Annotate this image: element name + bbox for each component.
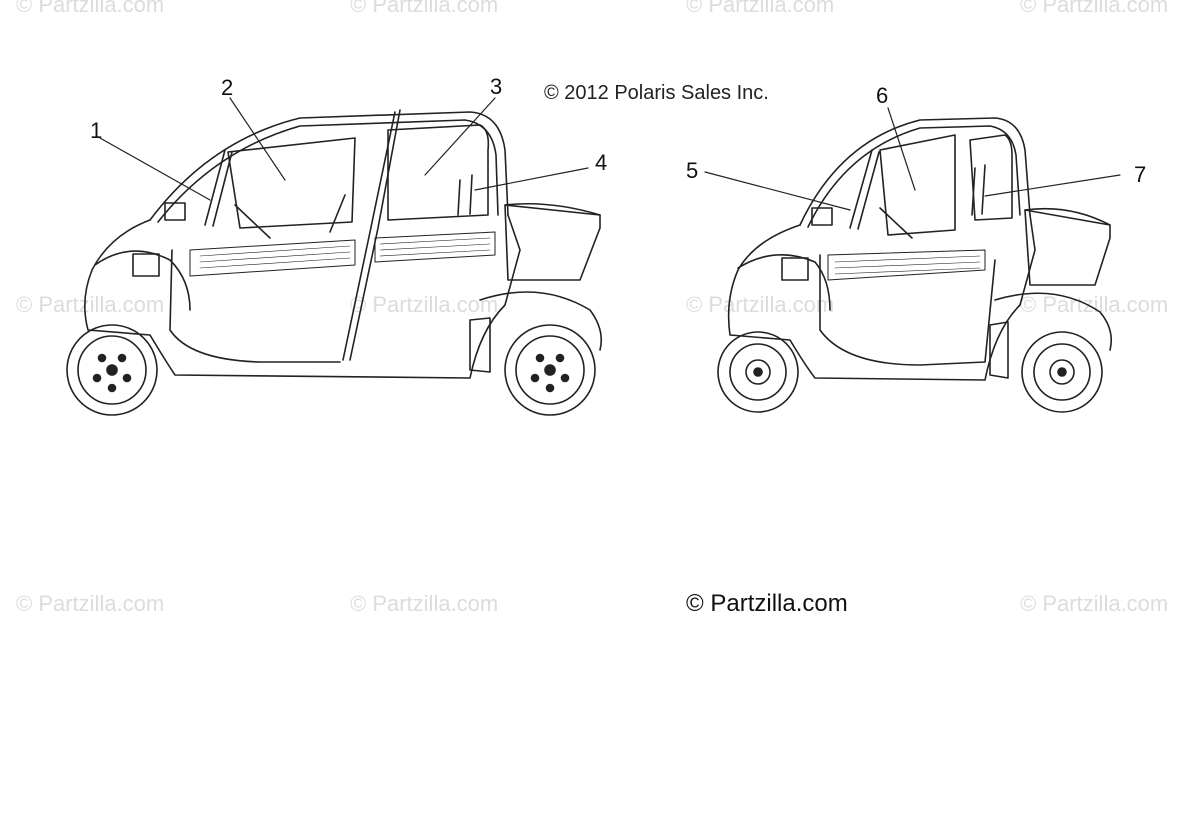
watermark: © Partzilla.com xyxy=(350,292,499,317)
four-door-vehicle-drawing xyxy=(66,109,603,416)
watermark: © Partzilla.com xyxy=(350,591,499,616)
two-door-vehicle-drawing xyxy=(717,117,1113,413)
callout-2: 2 xyxy=(221,75,233,100)
copyright-text: © 2012 Polaris Sales Inc. xyxy=(544,82,769,104)
watermark: © Partzilla.com xyxy=(16,0,165,17)
partzilla-watermark: © Partzilla.com xyxy=(686,590,848,617)
watermark: © Partzilla.com xyxy=(16,292,165,317)
watermark: © Partzilla.com xyxy=(686,0,835,17)
callout-7: 7 xyxy=(1134,162,1146,187)
watermark: © Partzilla.com xyxy=(1020,591,1169,616)
callout-6: 6 xyxy=(876,83,888,108)
callout-4: 4 xyxy=(595,150,607,175)
callout-3: 3 xyxy=(490,74,502,99)
callout-5: 5 xyxy=(686,158,698,183)
leader-lines-right xyxy=(704,107,1121,211)
watermark: © Partzilla.com xyxy=(350,0,499,17)
watermark: © Partzilla.com xyxy=(1020,292,1169,317)
watermark: © Partzilla.com xyxy=(686,292,835,317)
watermark: © Partzilla.com xyxy=(16,591,165,616)
leader-lines-left xyxy=(99,97,589,201)
watermark: © Partzilla.com xyxy=(1020,0,1169,17)
callout-1: 1 xyxy=(90,118,102,143)
